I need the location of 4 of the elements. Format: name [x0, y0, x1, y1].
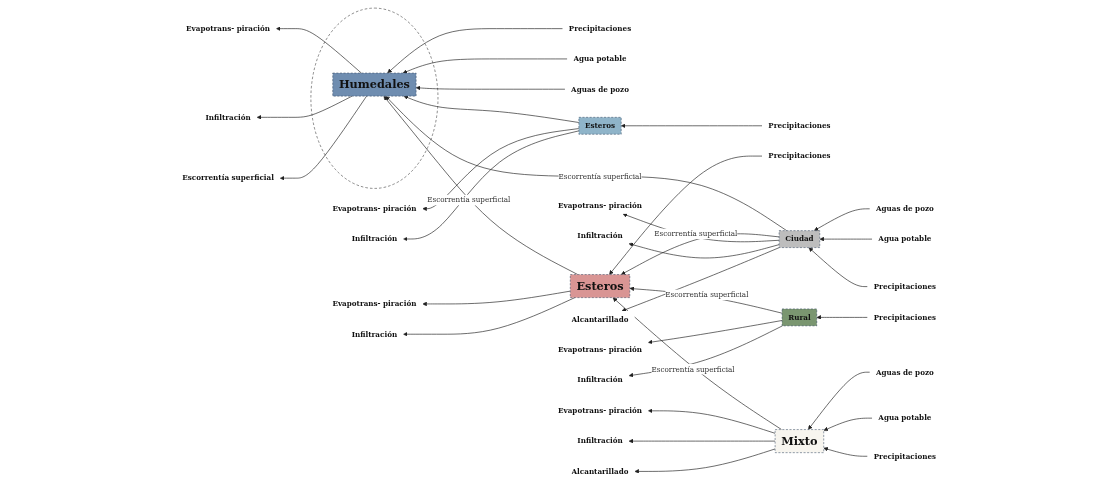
- node-box: Esteros: [569, 274, 630, 298]
- cluster: [310, 7, 439, 189]
- node-box: Mixto: [774, 429, 824, 453]
- node-box: Humedales: [332, 72, 417, 97]
